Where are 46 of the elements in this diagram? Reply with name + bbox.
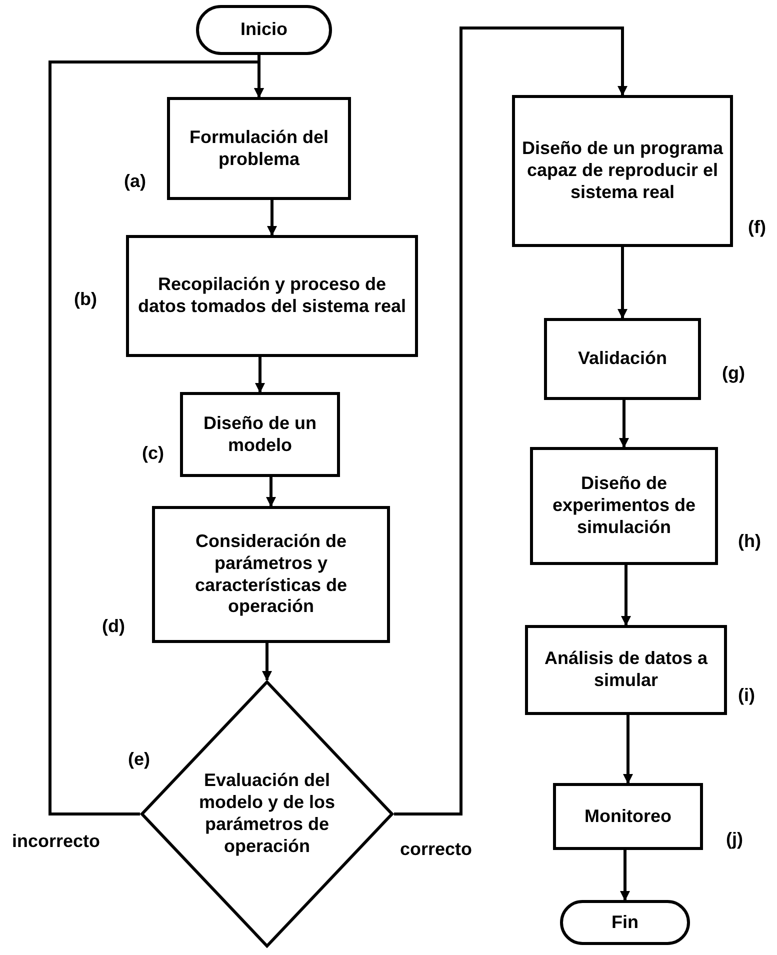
step-letter: (b) xyxy=(74,290,97,308)
process-box xyxy=(525,625,727,715)
node-text: Consideración de parámetros y características de operación xyxy=(194,530,348,618)
process-box xyxy=(126,235,418,357)
node-text: Fin xyxy=(612,912,638,934)
node-text: Análisis de datos a simular xyxy=(543,648,709,692)
process-box xyxy=(180,392,340,477)
arrow xyxy=(619,400,629,448)
node-text: Diseño de experimentos de simulación xyxy=(551,473,697,539)
node-text: Recopilación y proceso de datos tomados del sistema real xyxy=(136,274,408,318)
arrow xyxy=(267,200,277,236)
node-text: Inicio xyxy=(240,19,288,41)
step-letter: (c) xyxy=(142,444,164,462)
terminal-box xyxy=(196,5,332,55)
process-box xyxy=(152,506,390,643)
process-box xyxy=(530,447,718,565)
step-letter: (e) xyxy=(128,750,150,768)
step-letter: (g) xyxy=(722,364,745,382)
arrow xyxy=(394,26,628,816)
process-box xyxy=(512,95,733,247)
node-text: Evaluación del modelo y de los parámetros de operación xyxy=(198,770,336,858)
step-letter: (f) xyxy=(748,218,766,236)
step-letter: (a) xyxy=(124,172,146,190)
step-letter: (d) xyxy=(102,617,125,635)
step-letter: (i) xyxy=(738,686,755,704)
process-box xyxy=(167,97,351,200)
node-text: Validación xyxy=(578,348,668,370)
terminal-box xyxy=(560,900,690,945)
edge-label: incorrecto xyxy=(10,832,102,850)
arrow xyxy=(262,643,272,681)
step-letter: (h) xyxy=(738,532,761,550)
arrow xyxy=(621,565,631,626)
step-letter: (j) xyxy=(726,830,743,848)
arrow xyxy=(620,850,630,901)
node-text: Diseño de un modelo xyxy=(202,412,318,456)
process-box xyxy=(544,318,701,400)
process-box xyxy=(553,783,703,850)
arrow xyxy=(266,477,276,507)
node-text: Diseño de un programa capaz de reproducir el sistema real xyxy=(520,138,724,204)
arrow xyxy=(623,715,633,784)
node-text: Formulación del problema xyxy=(188,126,330,170)
arrow xyxy=(618,247,628,319)
arrow xyxy=(48,60,264,816)
edge-label: correcto xyxy=(398,840,474,858)
node-text: Monitoreo xyxy=(584,806,672,828)
arrow xyxy=(255,357,265,393)
